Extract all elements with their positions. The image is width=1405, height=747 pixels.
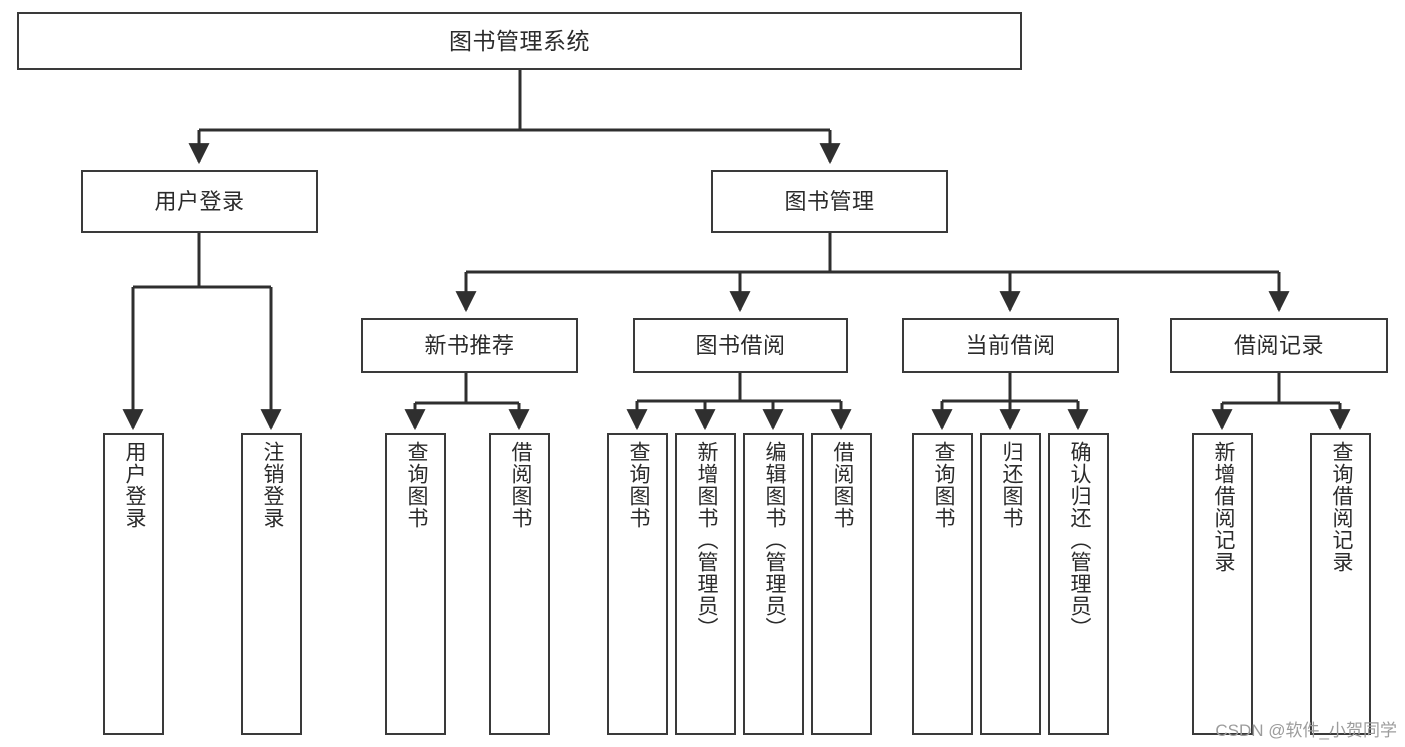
- node-new-book-recommend[interactable]: 新书推荐: [361, 318, 578, 373]
- node-current-borrow[interactable]: 当前借阅: [902, 318, 1119, 373]
- node-book-borrow[interactable]: 图书借阅: [633, 318, 848, 373]
- node-label: 新增图书（管理员）: [694, 441, 718, 639]
- leaf-return-book[interactable]: 归还图书: [980, 433, 1041, 735]
- leaf-add-book-admin[interactable]: 新增图书（管理员）: [675, 433, 736, 735]
- node-label: 用户登录: [122, 441, 146, 529]
- node-label: 查询借阅记录: [1329, 441, 1353, 573]
- node-label: 归还图书: [999, 441, 1023, 529]
- leaf-query-book-rec[interactable]: 查询图书: [385, 433, 446, 735]
- leaf-query-borrow-record[interactable]: 查询借阅记录: [1310, 433, 1371, 735]
- leaf-borrow-book-rec[interactable]: 借阅图书: [489, 433, 550, 735]
- leaf-query-book-current[interactable]: 查询图书: [912, 433, 973, 735]
- node-label: 图书借阅: [695, 332, 786, 358]
- node-label: 图书管理系统: [449, 27, 590, 54]
- node-label: 用户登录: [154, 188, 245, 214]
- node-label: 查询图书: [626, 441, 650, 529]
- leaf-confirm-return-admin[interactable]: 确认归还（管理员）: [1048, 433, 1109, 735]
- node-label: 当前借阅: [965, 332, 1056, 358]
- node-label: 借阅图书: [830, 441, 854, 529]
- node-label: 确认归还（管理员）: [1067, 441, 1091, 639]
- leaf-user-login[interactable]: 用户登录: [103, 433, 164, 735]
- watermark: CSDN @软件_小贺同学: [1215, 721, 1397, 740]
- node-label: 编辑图书（管理员）: [762, 441, 786, 639]
- node-label: 新增借阅记录: [1211, 441, 1235, 573]
- leaf-edit-book-admin[interactable]: 编辑图书（管理员）: [743, 433, 804, 735]
- node-label: 借阅记录: [1233, 332, 1324, 358]
- leaf-borrow-book[interactable]: 借阅图书: [811, 433, 872, 735]
- leaf-add-borrow-record[interactable]: 新增借阅记录: [1192, 433, 1253, 735]
- node-root-system[interactable]: 图书管理系统: [17, 12, 1022, 70]
- node-label: 新书推荐: [424, 332, 515, 358]
- node-label: 查询图书: [404, 441, 428, 529]
- node-label: 查询图书: [931, 441, 955, 529]
- node-label: 图书管理: [784, 188, 875, 214]
- node-label: 注销登录: [260, 441, 284, 529]
- leaf-query-book-borrow[interactable]: 查询图书: [607, 433, 668, 735]
- node-borrow-record[interactable]: 借阅记录: [1170, 318, 1388, 373]
- node-user-login[interactable]: 用户登录: [81, 170, 318, 233]
- node-book-management[interactable]: 图书管理: [711, 170, 948, 233]
- leaf-logout[interactable]: 注销登录: [241, 433, 302, 735]
- node-label: 借阅图书: [508, 441, 532, 529]
